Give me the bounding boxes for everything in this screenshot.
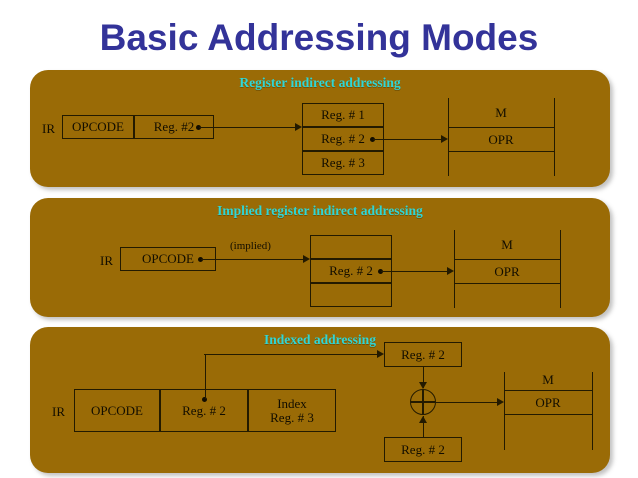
memory-top-label-panel3: M	[542, 372, 554, 387]
panel-implied-register-indirect: Implied register indirect addressing IR …	[30, 198, 610, 317]
memory-left-rail-panel2	[454, 230, 455, 308]
memory-left-rail-panel3	[504, 372, 505, 450]
memory-cell-opr-panel3: OPR	[535, 395, 561, 410]
top-register-panel3: Reg. # 2	[384, 342, 462, 367]
memory-top-label-panel2: M	[501, 237, 513, 252]
memory-cell-opr-panel2: OPR	[494, 264, 520, 279]
arrow-line-top-register-to-adder-panel3	[422, 367, 424, 388]
memory-cell-opr-panel1: OPR	[488, 132, 514, 147]
arrow-head-top-register-to-adder-panel3	[419, 382, 427, 389]
arrow-head-bottom-register-to-adder-panel3	[419, 416, 427, 423]
route-vertical-ir-panel3	[204, 354, 206, 399]
arrow-head-regfile-to-memory-panel2	[447, 267, 454, 275]
adder-icon-panel3	[410, 389, 436, 415]
pointer-dot-regfile-panel2	[378, 268, 383, 274]
bottom-register-panel3: Reg. # 2	[384, 437, 462, 462]
memory-cell-top-border-panel3	[504, 390, 592, 391]
ir-field-index-reg-panel3: Index Reg. # 3	[248, 389, 336, 432]
panel-title-register-indirect: Register indirect addressing	[239, 75, 401, 90]
ir-field-index-line2: Reg. # 3	[270, 409, 314, 425]
implied-arrow-label-panel2: (implied)	[230, 240, 271, 252]
ir-label-panel3: IR	[52, 404, 65, 419]
panel-register-indirect: Register indirect addressing IR OPCODE R…	[30, 70, 610, 187]
panel-title-indexed: Indexed addressing	[264, 332, 376, 347]
route-horizontal-to-top-register-panel3	[204, 354, 379, 355]
arrow-head-to-top-register-panel3	[377, 350, 384, 358]
memory-cell-top-border-panel2	[454, 259, 560, 260]
arrow-line-regfile-to-memory-panel1	[373, 139, 443, 140]
pointer-dot-ir-panel3	[202, 397, 207, 402]
arrow-line-ir-to-regfile-panel1	[199, 127, 297, 128]
memory-right-rail-panel3	[592, 372, 593, 450]
memory-cell-bottom-border-panel1	[448, 151, 554, 152]
pointer-dot-ir-panel1	[196, 124, 201, 130]
page-title: Basic Addressing Modes	[99, 17, 539, 58]
register-cell-3-panel2	[310, 283, 392, 307]
arrow-head-ir-to-regfile-panel1	[295, 123, 302, 131]
ir-label-panel1: IR	[42, 121, 55, 136]
memory-right-rail-panel2	[560, 230, 561, 308]
panel-indexed: Indexed addressing IR OPCODE Reg. # 2 In…	[30, 327, 610, 473]
register-cell-3-panel1: Reg. # 3	[302, 151, 384, 175]
pointer-dot-ir-panel2	[198, 256, 203, 262]
memory-top-label-panel1: M	[495, 105, 507, 120]
memory-cell-bottom-border-panel2	[454, 283, 560, 284]
ir-field-reg-panel3: Reg. # 2	[160, 389, 248, 432]
memory-right-rail-panel1	[554, 98, 555, 176]
register-cell-1-panel1: Reg. # 1	[302, 103, 384, 127]
arrow-line-regfile-to-memory-panel2	[381, 271, 449, 272]
arrow-line-bottom-register-to-adder-panel3	[422, 416, 424, 437]
memory-cell-bottom-border-panel3	[504, 414, 592, 415]
ir-label-panel2: IR	[100, 253, 113, 268]
pointer-dot-regfile-panel1	[370, 136, 375, 142]
arrow-line-ir-to-regfile-panel2	[201, 259, 305, 260]
memory-cell-top-border-panel1	[448, 127, 554, 128]
ir-field-opcode-panel1: OPCODE	[62, 115, 134, 139]
arrow-head-ir-to-regfile-panel2	[303, 255, 310, 263]
ir-field-opcode-panel3: OPCODE	[74, 389, 160, 432]
memory-left-rail-panel1	[448, 98, 449, 176]
arrow-head-regfile-to-memory-panel1	[441, 135, 448, 143]
arrow-line-adder-to-memory-panel3	[436, 402, 499, 403]
panel-title-implied-register-indirect: Implied register indirect addressing	[217, 203, 423, 218]
register-cell-1-panel2	[310, 235, 392, 259]
ir-field-index-line1: Index	[277, 395, 307, 411]
arrow-head-adder-to-memory-panel3	[497, 398, 504, 406]
